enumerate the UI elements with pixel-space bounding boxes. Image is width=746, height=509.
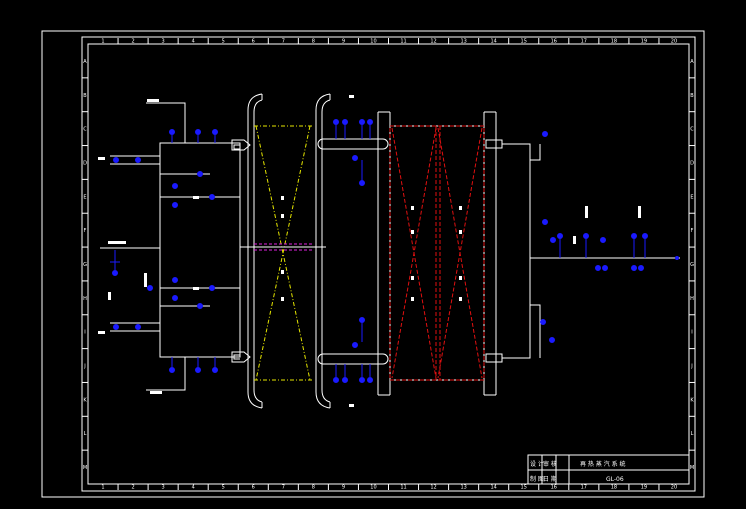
border-tick-label: C — [83, 127, 87, 133]
border-tick-label: 1 — [101, 39, 104, 45]
border-tick-label: 6 — [252, 485, 255, 491]
title-block-reviewer-label: 审 核 — [543, 460, 557, 468]
border-tick-label: 4 — [192, 39, 195, 45]
border-tick-label: D — [83, 160, 87, 166]
drawing-border — [87, 43, 690, 485]
title-block-designer-label: 设 计 — [530, 460, 544, 468]
border-tick-label: 9 — [342, 39, 345, 45]
red-section — [389, 125, 485, 381]
border-tick-label: 15 — [521, 39, 527, 45]
border-tick-label: 10 — [370, 485, 376, 491]
border-tick-label: G — [83, 262, 87, 268]
border-tick-label: 17 — [581, 485, 587, 491]
border-tick-label: M — [690, 465, 694, 471]
border-tick-label: J — [690, 364, 692, 370]
border-tick-label: A — [690, 59, 694, 65]
valve-bracket-left — [247, 93, 263, 409]
valve-bracket-right — [315, 93, 331, 409]
border-tick-label: 8 — [312, 485, 315, 491]
border-tick-label: 10 — [370, 39, 376, 45]
border-tick-label: 5 — [222, 485, 225, 491]
border-tick-label: 7 — [282, 39, 285, 45]
border-tick-label: I — [691, 330, 692, 336]
border-tick-label: B — [690, 93, 694, 99]
border-tick-label: M — [83, 465, 87, 471]
border-tick-label: 11 — [400, 485, 406, 491]
border-tick-label: 12 — [430, 39, 436, 45]
drawing-number: GL-06 — [606, 476, 624, 483]
border-tick-label: L — [84, 431, 87, 437]
left-labels — [98, 99, 199, 394]
border-tick-label: E — [83, 194, 86, 200]
left-instruments — [110, 129, 218, 373]
valve-markers — [281, 196, 284, 301]
drawing-title: 再 热 蒸 汽 系 统 — [580, 460, 626, 468]
border-tick-label: 17 — [581, 39, 587, 45]
border-tick-label: A — [83, 59, 87, 65]
border-ticks-right: A B C D E F G H I J K L M — [689, 59, 695, 471]
border-tick-label: 20 — [671, 39, 677, 45]
title-block: 设 计 审 核 制 图 日 期 再 热 蒸 汽 系 统 GL-06 — [527, 454, 690, 485]
border-tick-label: 11 — [400, 39, 406, 45]
border-tick-label: I — [84, 330, 85, 336]
middle-instruments — [333, 119, 679, 383]
border-tick-label: 1 — [101, 485, 104, 491]
border-tick-label: C — [690, 127, 694, 133]
border-tick-label: B — [83, 93, 87, 99]
border-tick-label: 19 — [641, 485, 647, 491]
border-tick-label: 14 — [490, 485, 496, 491]
border-tick-label: 13 — [460, 39, 466, 45]
border-tick-label: F — [691, 228, 694, 234]
inner-frame — [81, 36, 696, 492]
border-tick-label: 13 — [460, 485, 466, 491]
border-tick-label: 18 — [611, 39, 617, 45]
border-tick-label: 5 — [222, 39, 225, 45]
border-tick-label: 6 — [252, 39, 255, 45]
border-tick-label: 3 — [162, 39, 165, 45]
border-tick-label: G — [690, 262, 694, 268]
border-tick-label: 20 — [671, 485, 677, 491]
border-tick-label: J — [83, 364, 85, 370]
outer-frame — [41, 30, 705, 498]
border-tick-label: 12 — [430, 485, 436, 491]
header-pipes — [317, 111, 680, 396]
title-block-drafter-label: 制 图 — [530, 475, 544, 483]
border-tick-label: 16 — [551, 485, 557, 491]
border-tick-label: F — [84, 228, 87, 234]
red-section-markers — [411, 206, 462, 301]
title-block-date-label: 日 期 — [543, 475, 557, 483]
border-tick-label: 4 — [192, 485, 195, 491]
border-tick-label: H — [690, 296, 694, 302]
border-tick-label: E — [690, 194, 693, 200]
border-tick-label: K — [83, 397, 87, 403]
left-header-box — [100, 102, 251, 391]
border-tick-label: 16 — [551, 39, 557, 45]
border-tick-label: 3 — [162, 485, 165, 491]
border-tick-label: 7 — [282, 485, 285, 491]
border-tick-label: 15 — [521, 485, 527, 491]
border-tick-label: 19 — [641, 39, 647, 45]
border-tick-label: 8 — [312, 39, 315, 45]
border-tick-label: 9 — [342, 485, 345, 491]
border-tick-label: 2 — [131, 39, 134, 45]
border-tick-label: L — [691, 431, 694, 437]
border-tick-label: D — [690, 160, 694, 166]
border-tick-label: 14 — [490, 39, 496, 45]
border-tick-label: 2 — [131, 485, 134, 491]
border-tick-label: K — [690, 397, 694, 403]
border-tick-label: 18 — [611, 485, 617, 491]
border-tick-label: H — [83, 296, 87, 302]
yellow-dashed-section — [254, 125, 312, 381]
right-labels — [349, 95, 641, 407]
border-ticks-left: A B C D E F G H I J K L M — [82, 59, 88, 471]
